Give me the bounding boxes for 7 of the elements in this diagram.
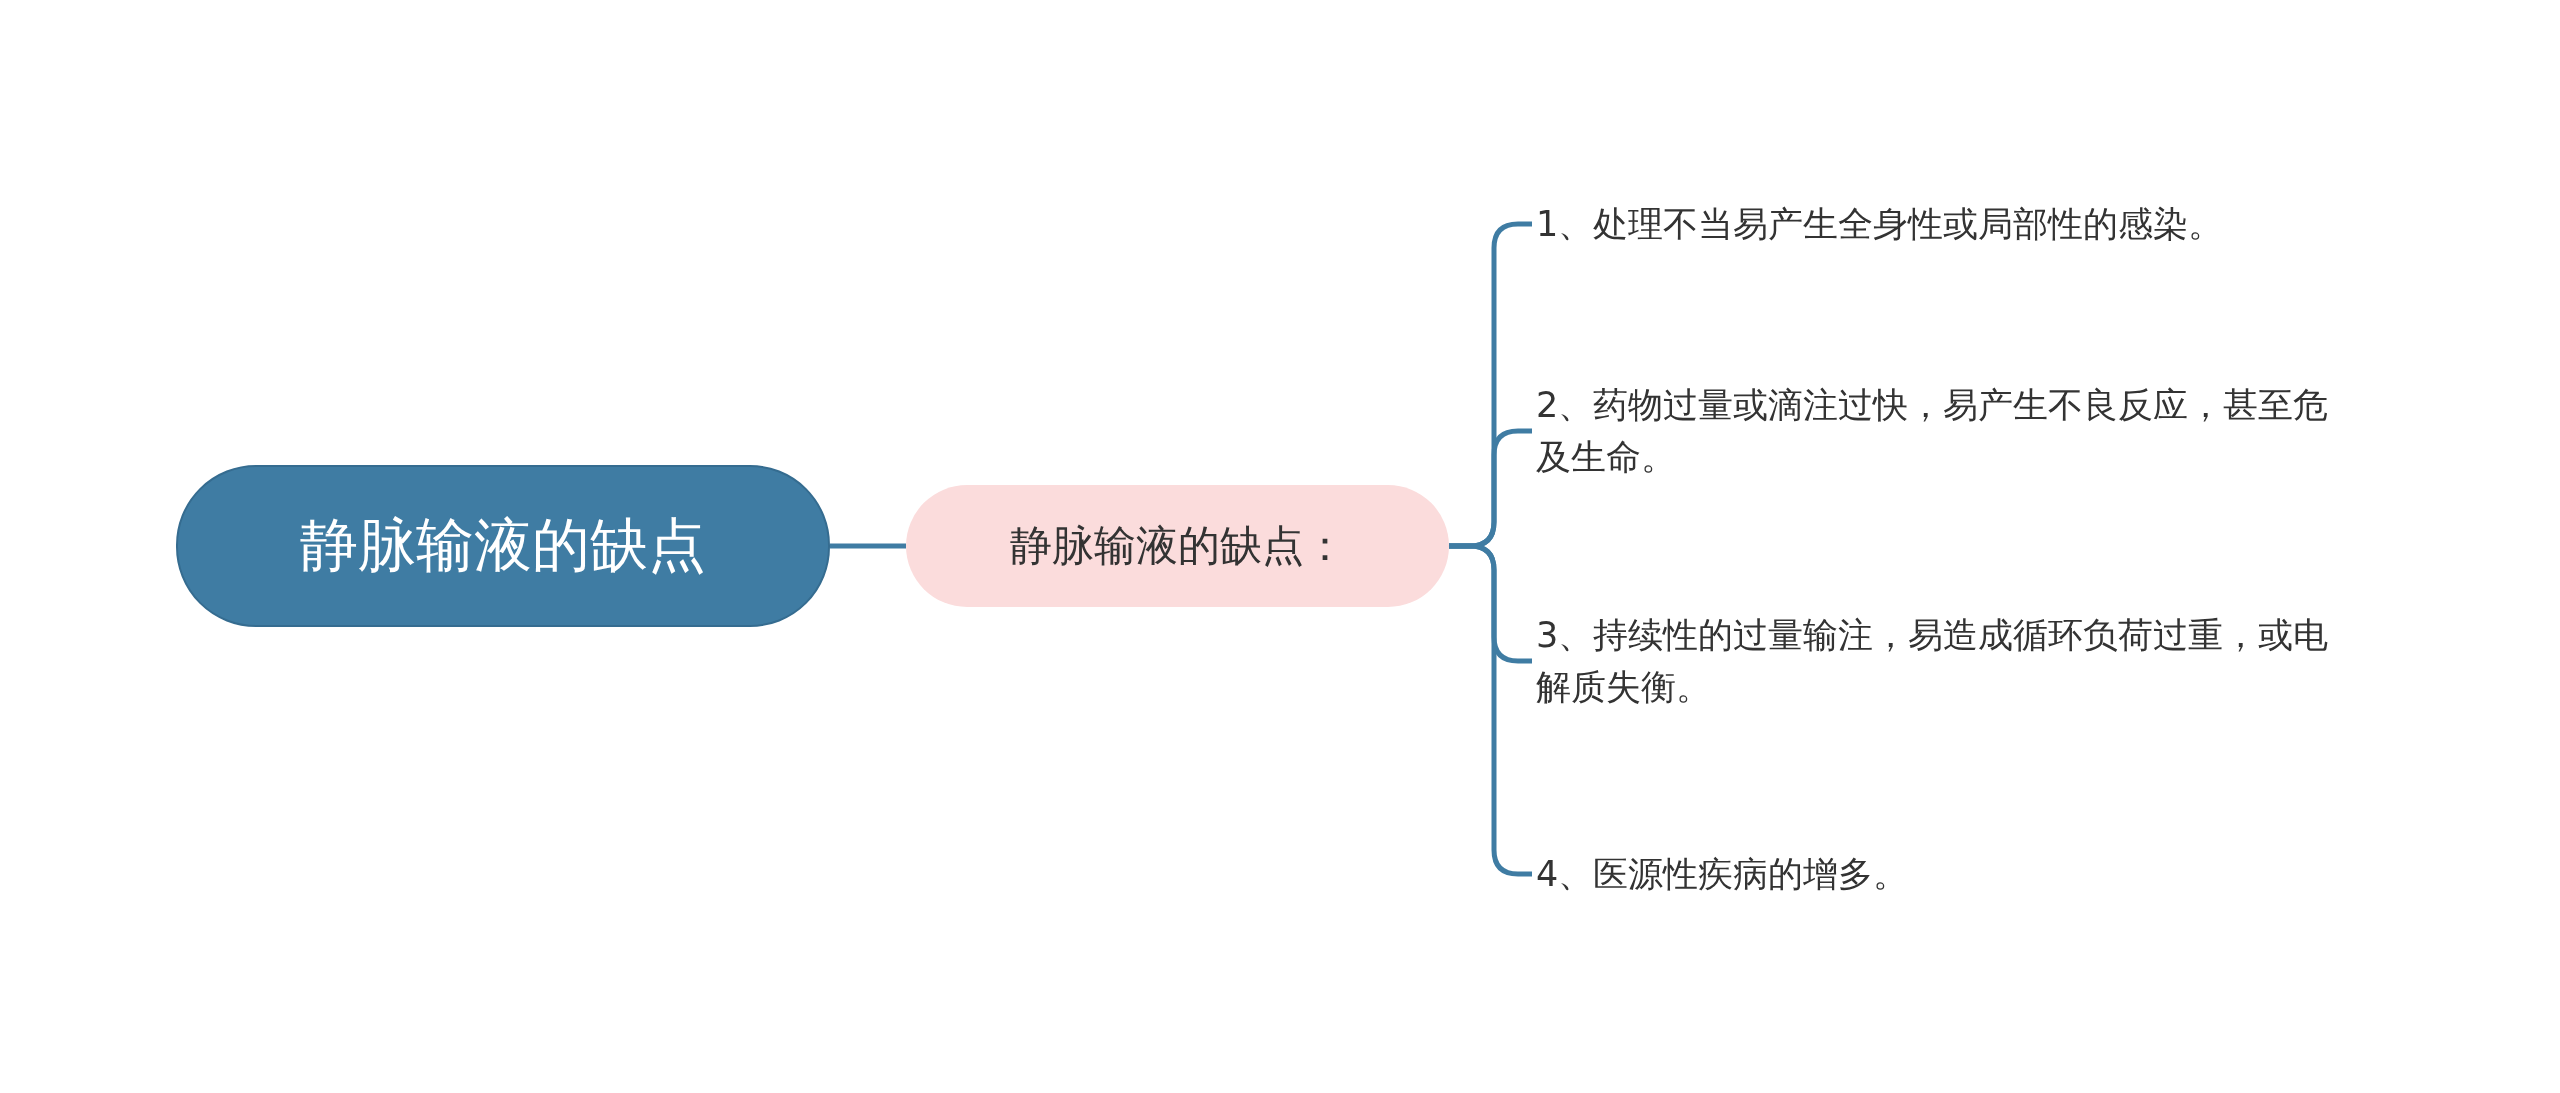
subtopic: 静脉输液的缺点：	[906, 485, 1449, 607]
topic-text: 4、医源性疾病的增多。	[1536, 846, 2356, 902]
root-topic: 静脉输液的缺点	[176, 465, 830, 627]
connector-line	[830, 543, 906, 549]
topic-text: 3、持续性的过量输注，易造成循环负荷过重，或电解质失衡。	[1536, 608, 2356, 714]
topic-text: 2、药物过量或滴注过快，易产生不良反应，甚至危及生命。	[1536, 378, 2356, 484]
topic-text: 1、处理不当易产生全身性或局部性的感染。	[1536, 196, 2356, 252]
